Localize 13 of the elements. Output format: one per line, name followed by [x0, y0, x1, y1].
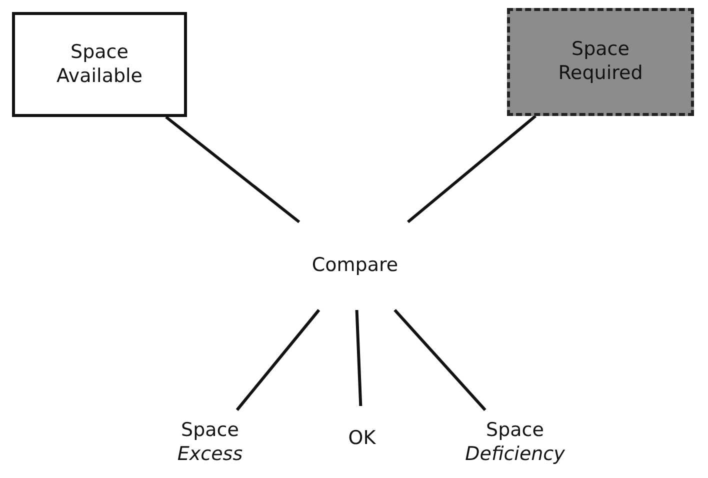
connector-line [165, 116, 300, 224]
connector-line [407, 114, 536, 224]
connector-line [394, 309, 486, 411]
node-label: Space Excess [176, 419, 244, 467]
process-box [12, 12, 187, 117]
node-label: Compare [312, 254, 398, 278]
node-label: Space Deficiency [464, 419, 566, 467]
node-label: OK [348, 427, 376, 451]
connector-line [236, 309, 320, 411]
process-box [507, 8, 694, 116]
node-label: Space Available [55, 40, 144, 88]
connector-line [355, 310, 362, 406]
node-label: Space Required [557, 38, 644, 86]
